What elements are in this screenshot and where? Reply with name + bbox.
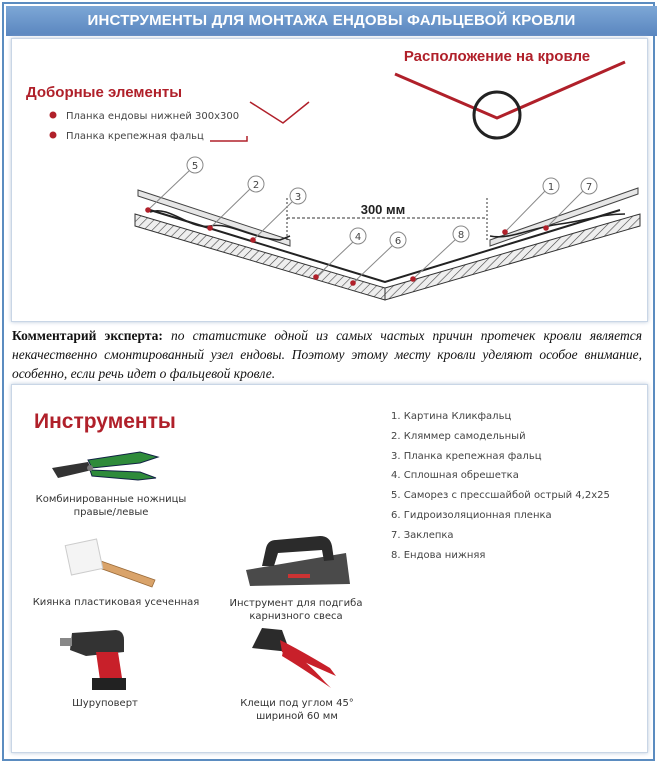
callout-3: 3: [295, 192, 301, 203]
scissors-icon: [52, 451, 160, 481]
callout-4: 4: [355, 232, 361, 243]
legend-item: 4. Сплошная обрешетка: [391, 470, 519, 482]
bullet-icon: [49, 111, 57, 119]
expert-comment: Комментарий эксперта: по статистике одно…: [12, 326, 642, 383]
additional-item-2: Планка крепежная фальц: [66, 131, 204, 142]
callout-6: 6: [395, 236, 401, 247]
mallet-label: Киянка пластиковая усеченная: [32, 597, 200, 608]
roof-panel-left: [137, 189, 291, 247]
additional-title: Доборные элементы: [26, 84, 182, 101]
legend-item: 2. Кляммер самодельный: [391, 430, 526, 442]
dimension-label: 300 мм: [361, 202, 406, 217]
location-label: Расположение на кровле: [404, 48, 590, 65]
callout-5: 5: [192, 161, 198, 172]
legend-list: 1. Картина Кликфальц 2. Кляммер самодель…: [391, 407, 646, 565]
legend-item: 8. Ендова нижняя: [391, 549, 486, 561]
callout-8: 8: [458, 230, 464, 241]
legend-item: 7. Заклепка: [391, 529, 454, 541]
page-title: ИНСТРУМЕНТЫ ДЛЯ МОНТАЖА ЕНДОВЫ ФАЛЬЦЕВОЙ…: [6, 6, 657, 36]
scissors-label: Комбинированные ножницы правые/левые: [35, 494, 187, 518]
seam-right: [489, 213, 626, 238]
sheathing-right: [384, 213, 641, 301]
legend-item: 5. Саморез с прессшайбой острый 4,2х25: [391, 490, 610, 502]
drill-icon: [60, 630, 126, 690]
magnifier-circle: [472, 90, 522, 140]
fastening-plank-icon: [210, 136, 248, 142]
roof-valley-line: [394, 60, 626, 120]
legend-item: 1. Картина Кликфальц: [391, 411, 512, 422]
pliers-label: Клещи под углом 45° шириной 60 мм: [240, 698, 354, 722]
bender-icon: [246, 536, 350, 586]
mallet-icon: [64, 538, 156, 588]
callout-dots: [145, 207, 549, 286]
valley-sheet: [149, 209, 621, 284]
comment-text: по статистике одной из самых частых прич…: [12, 328, 642, 381]
comment-lead: Комментарий эксперта:: [12, 328, 163, 343]
legend-item: 3. Планка крепежная фальц: [391, 450, 542, 462]
callout-7: 7: [586, 182, 592, 193]
bender-label: Инструмент для подгиба карнизного свеса: [229, 598, 363, 622]
valley-plank-icon: [249, 101, 310, 124]
tools-title: Инструменты: [34, 410, 176, 433]
drill-label: Шуруповерт: [72, 698, 138, 709]
callout-leaders: [147, 169, 585, 284]
additional-item-1: Планка ендовы нижней 300х300: [66, 111, 239, 122]
callout-1: 1: [548, 182, 554, 193]
pliers-icon: [252, 628, 336, 688]
legend-item: 6. Гидроизоляционная пленка: [391, 509, 552, 521]
bullet-icon: [49, 131, 57, 139]
callout-2: 2: [253, 180, 259, 191]
